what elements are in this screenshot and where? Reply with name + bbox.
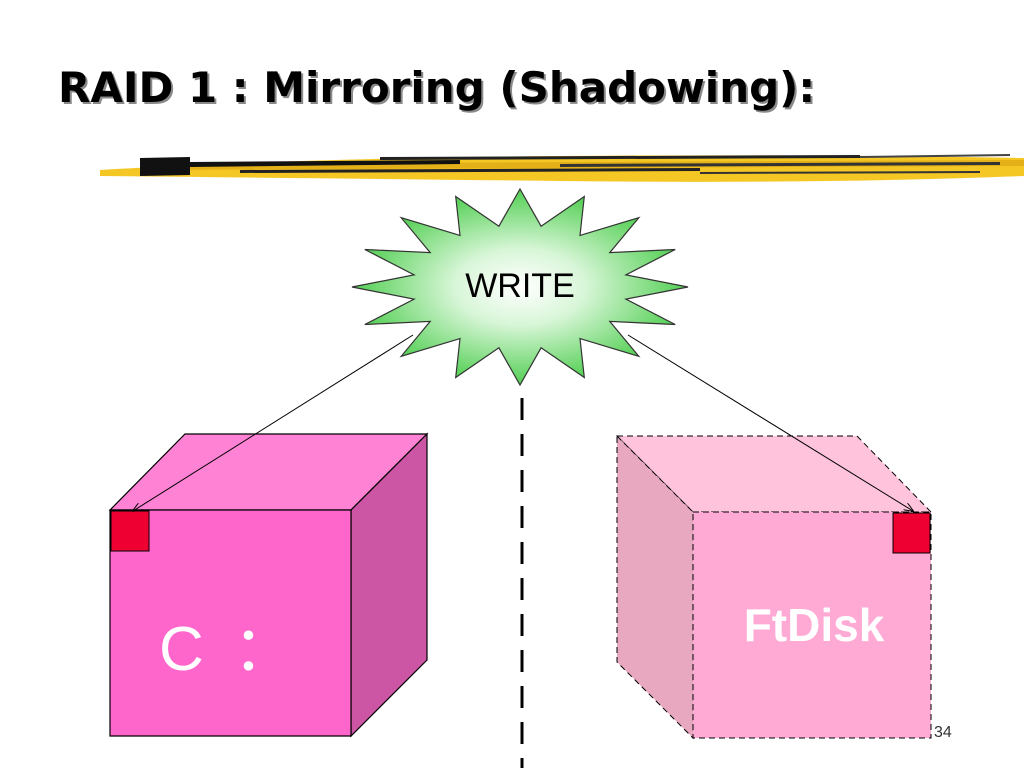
primary-disk-cube bbox=[108, 432, 429, 738]
write-arrow-primary bbox=[133, 334, 414, 511]
mirror-disk-cube bbox=[615, 434, 933, 740]
write-burst bbox=[351, 187, 689, 387]
write-arrow-mirror bbox=[627, 334, 913, 511]
mirror-disk-label: FtDisk bbox=[743, 599, 885, 651]
page-number: 34 bbox=[934, 724, 952, 741]
write-label: WRITE bbox=[465, 267, 575, 305]
mirror-write-block bbox=[892, 512, 931, 554]
primary-disk-label: C ： bbox=[158, 615, 301, 684]
primary-write-block bbox=[110, 510, 150, 552]
slide-title: RAID 1 : Mirroring (Shadowing): bbox=[58, 63, 816, 112]
title-underline bbox=[100, 154, 1024, 182]
